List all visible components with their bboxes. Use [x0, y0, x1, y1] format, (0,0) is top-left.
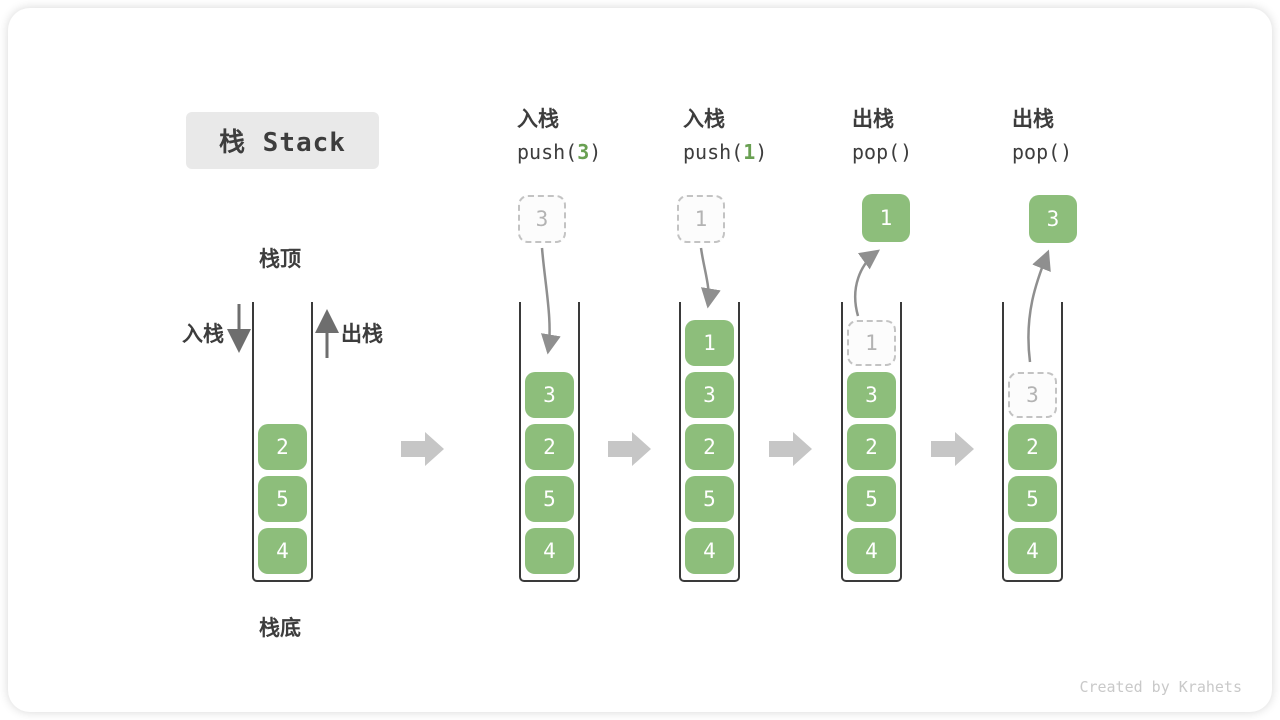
stack-cell: 5 — [525, 476, 574, 522]
stack-cell: 4 — [525, 528, 574, 574]
op-code: pop() — [852, 138, 912, 166]
stack-after-pop-1: 1 3 2 5 4 — [841, 302, 902, 582]
code-text: pop() — [1012, 140, 1073, 164]
stack-cell: 4 — [847, 528, 896, 574]
stack-cell: 3 — [525, 372, 574, 418]
stack-cell: 2 — [1008, 424, 1057, 470]
code-text: ) — [589, 140, 602, 164]
code-text: ) — [755, 140, 768, 164]
code-arg: 1 — [743, 140, 756, 164]
code-arg: 3 — [577, 140, 590, 164]
popped-value-box: 3 — [1029, 195, 1077, 243]
title-box: 栈 Stack — [186, 112, 379, 169]
stack-cell: 3 — [685, 372, 734, 418]
code-text: push( — [517, 140, 578, 164]
stack-cell: 5 — [1008, 476, 1057, 522]
stack-cell: 2 — [847, 424, 896, 470]
popped-value: 3 — [1046, 207, 1060, 231]
push-side-label: 入栈 — [182, 322, 224, 346]
stack-cell: 5 — [685, 476, 734, 522]
op-label-pop-1: 出栈 pop() — [852, 106, 912, 166]
stack-cell: 5 — [847, 476, 896, 522]
popped-value: 1 — [879, 206, 893, 230]
stack-cell-ghost: 3 — [1008, 372, 1057, 418]
pop-side-label: 出栈 — [341, 322, 383, 346]
stack-cell: 3 — [847, 372, 896, 418]
incoming-value: 3 — [535, 207, 549, 231]
incoming-value-box: 3 — [518, 195, 566, 243]
op-cn-label: 入栈 — [517, 107, 559, 131]
stack-after-push-1: 1 3 2 5 4 — [679, 302, 740, 582]
page-title: 栈 Stack — [219, 128, 346, 158]
stack-top-label: 栈顶 — [259, 247, 301, 271]
stack-cell-ghost: 1 — [847, 320, 896, 366]
op-label-pop-3: 出栈 pop() — [1012, 106, 1072, 166]
op-label-push-1: 入栈 push(1) — [683, 106, 767, 166]
stack-initial: 2 5 4 — [252, 302, 313, 582]
stack-cell: 4 — [258, 528, 307, 574]
stack-cell: 4 — [1008, 528, 1057, 574]
stack-after-push-3: 3 2 5 4 — [519, 302, 580, 582]
code-text: pop() — [852, 140, 913, 164]
stack-cell: 5 — [258, 476, 307, 522]
credit-text: Created by Krahets — [1079, 678, 1242, 696]
stack-after-pop-3: 3 2 5 4 — [1002, 302, 1063, 582]
stack-cell: 2 — [258, 424, 307, 470]
incoming-value: 1 — [694, 207, 708, 231]
popped-value-box: 1 — [862, 194, 910, 242]
op-cn-label: 入栈 — [683, 107, 725, 131]
stack-cell: 2 — [685, 424, 734, 470]
code-text: push( — [683, 140, 744, 164]
incoming-value-box: 1 — [677, 195, 725, 243]
op-code: pop() — [1012, 138, 1072, 166]
stack-cell: 1 — [685, 320, 734, 366]
op-cn-label: 出栈 — [1012, 107, 1054, 131]
op-code: push(1) — [683, 138, 767, 166]
op-cn-label: 出栈 — [852, 107, 894, 131]
op-label-push-3: 入栈 push(3) — [517, 106, 601, 166]
stack-cell: 4 — [685, 528, 734, 574]
op-code: push(3) — [517, 138, 601, 166]
stack-cell: 2 — [525, 424, 574, 470]
stack-bottom-label: 栈底 — [259, 616, 301, 640]
